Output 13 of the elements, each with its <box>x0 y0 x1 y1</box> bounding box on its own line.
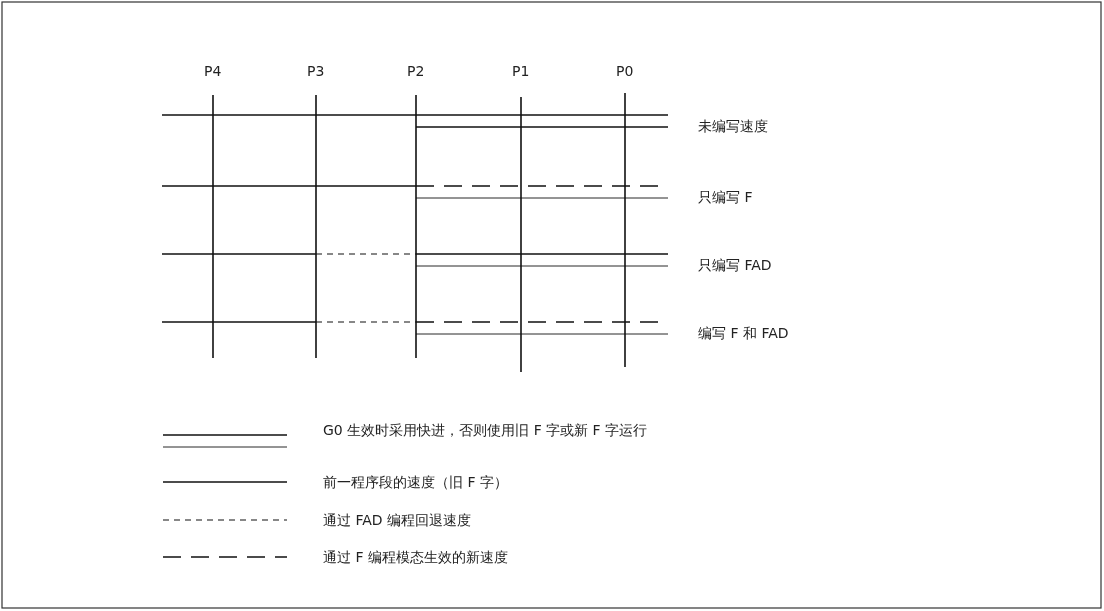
row-label: 只编写 F <box>698 188 753 206</box>
position-label: P0 <box>616 62 634 80</box>
position-label: P1 <box>512 62 530 80</box>
legend-text: G0 生效时采用快进，否则使用旧 F 字或新 F 字运行 <box>323 421 649 440</box>
legend-text: 通过 FAD 编程回退速度 <box>323 511 473 530</box>
legend-text: 通过 F 编程模态生效的新速度 <box>323 548 509 567</box>
legend-text: 前一程序段的速度（旧 F 字） <box>323 473 509 492</box>
position-label: P2 <box>407 62 425 80</box>
position-label: P4 <box>204 62 222 80</box>
row-label: 编写 F 和 FAD <box>698 324 789 342</box>
row-label: 只编写 FAD <box>698 256 772 274</box>
row-label: 未编写速度 <box>698 117 768 135</box>
position-label: P3 <box>307 62 325 80</box>
